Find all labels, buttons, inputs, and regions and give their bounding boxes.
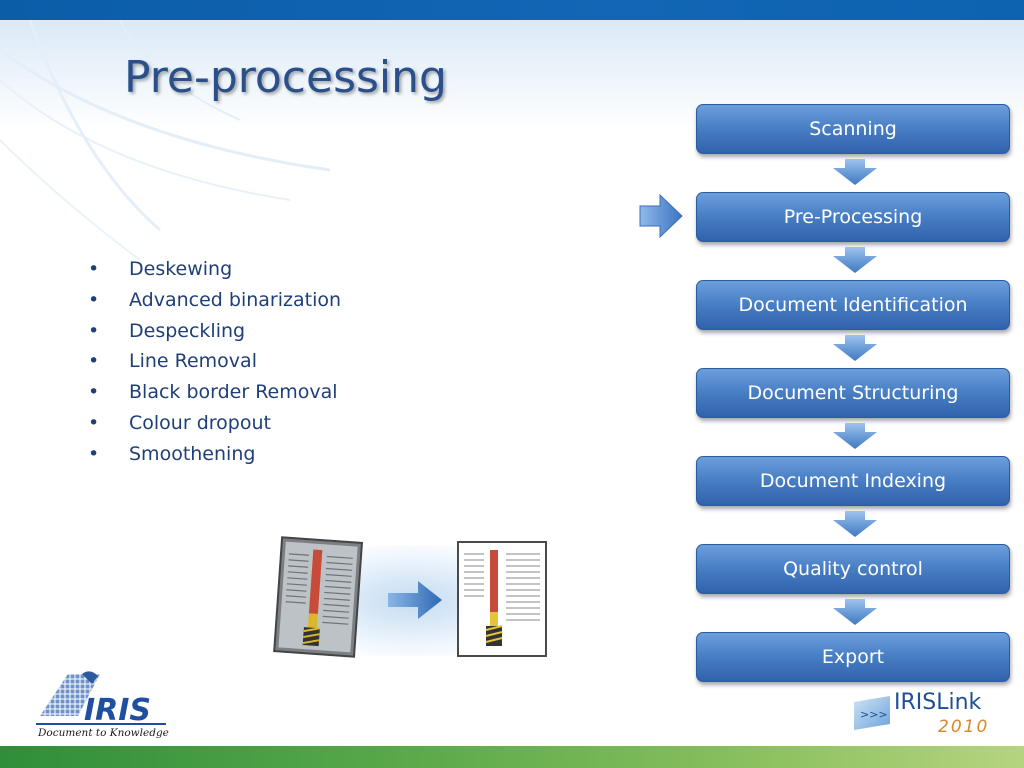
bullet-item: • Smoothening: [88, 441, 341, 472]
slide-title: Pre-processing: [124, 52, 447, 103]
bullet-dot-icon: •: [88, 442, 100, 465]
background-swoosh: [0, 20, 1024, 261]
bullet-text: Deskewing: [129, 258, 233, 280]
irislink-logo: >>>: [854, 696, 890, 730]
bullet-item: • Advanced binarization: [88, 287, 341, 318]
workflow-step-pre-processing: Pre-Processing: [696, 192, 1010, 242]
bullet-item: • Despeckling: [88, 318, 341, 349]
bullet-text: Despeckling: [129, 319, 246, 342]
bullet-text: Black border Removal: [129, 381, 338, 404]
bullet-item: • Colour dropout: [88, 410, 341, 441]
down-arrow-icon: [833, 599, 877, 625]
bullet-dot-icon: •: [88, 350, 100, 373]
bullet-dot-icon: •: [88, 381, 100, 404]
iris-logo: IRIS: [36, 671, 166, 728]
bullet-text: Colour dropout: [129, 411, 271, 434]
irislink-name: IRISLink: [894, 690, 982, 715]
bullet-item: • Black border Removal: [88, 379, 341, 410]
clean-document-icon: [457, 541, 547, 657]
bullet-text: Advanced binarization: [129, 288, 342, 311]
skewed-document-icon: [273, 536, 364, 658]
bullet-dot-icon: •: [88, 319, 100, 342]
top-bar: [0, 0, 1024, 20]
down-arrow-icon: [833, 159, 877, 185]
bullet-dot-icon: •: [88, 288, 100, 311]
down-arrow-icon: [833, 423, 877, 449]
workflow-step-export: Export: [696, 632, 1010, 682]
down-arrow-icon: [833, 511, 877, 537]
workflow-step-document-identification: Document Identification: [696, 280, 1010, 330]
current-step-arrow-icon: [639, 193, 683, 239]
bullet-text: Smoothening: [129, 442, 256, 465]
down-arrow-icon: [833, 335, 877, 361]
down-arrow-icon: [833, 247, 877, 273]
bullet-item: • Deskewing: [88, 256, 341, 287]
irislink-year: 2010: [938, 717, 990, 737]
workflow-step-document-structuring: Document Structuring: [696, 368, 1010, 418]
workflow-step-quality-control: Quality control: [696, 544, 1010, 594]
bottom-bar: [0, 746, 1024, 768]
transform-arrow-icon: [388, 581, 442, 619]
bullet-dot-icon: •: [88, 258, 100, 280]
svg-text:>>>: >>>: [860, 708, 888, 721]
bullet-dot-icon: •: [88, 411, 100, 434]
iris-tagline: Document to Knowledge: [38, 727, 169, 739]
bullet-list: • Deskewing • Advanced binarization • Despe…: [88, 256, 341, 472]
bullet-text: Line Removal: [129, 350, 257, 373]
workflow-step-document-indexing: Document Indexing: [696, 456, 1010, 506]
bullet-item: • Line Removal: [88, 348, 341, 379]
workflow-step-scanning: Scanning: [696, 104, 1010, 154]
iris-name: IRIS: [84, 693, 151, 728]
